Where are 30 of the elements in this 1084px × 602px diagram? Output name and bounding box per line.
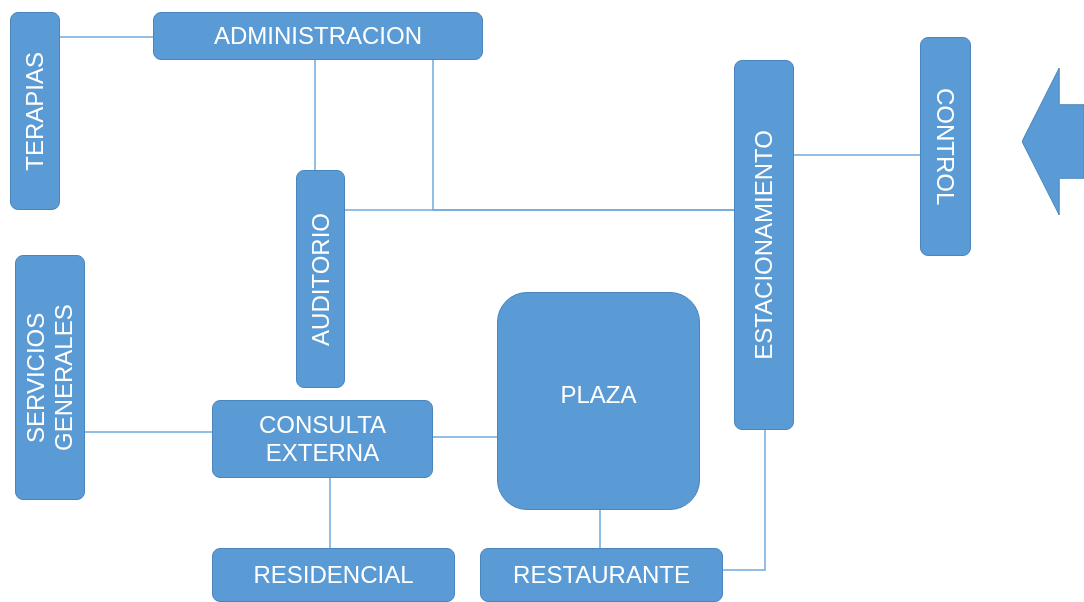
room-label: CONTROL	[931, 87, 960, 206]
room-label: CONSULTA EXTERNA	[257, 411, 388, 467]
room-box	[497, 292, 700, 510]
room-box	[212, 400, 433, 478]
vertical-room-box	[734, 60, 794, 430]
connector-line	[59, 36, 154, 38]
connector-line	[599, 509, 601, 549]
room-label: RESIDENCIAL	[253, 561, 414, 589]
room-label: AUDITORIO	[306, 212, 335, 346]
connector-line	[344, 209, 735, 211]
connector-line	[793, 154, 921, 156]
room-box	[480, 548, 723, 602]
connector-line	[314, 59, 316, 171]
room-box	[212, 548, 455, 602]
vertical-room-box	[920, 37, 971, 256]
room-label: SERVICIOS GENERALES	[22, 303, 78, 453]
room-label: PLAZA	[560, 381, 637, 409]
room-box	[153, 12, 483, 60]
vertical-room-box	[296, 170, 345, 388]
connector-line	[432, 436, 498, 438]
room-label: ADMINISTRACION	[214, 22, 422, 50]
arrow-shape	[1022, 68, 1084, 215]
room-label: ESTACIONAMIENTO	[750, 130, 778, 360]
room-label: TERAPIAS	[21, 51, 49, 171]
vertical-room-box	[10, 12, 60, 210]
connector-line	[329, 477, 331, 549]
connector-line	[84, 431, 213, 433]
room-label: RESTAURANTE	[513, 561, 690, 589]
connector-line	[722, 429, 766, 571]
vertical-room-box	[15, 255, 85, 500]
